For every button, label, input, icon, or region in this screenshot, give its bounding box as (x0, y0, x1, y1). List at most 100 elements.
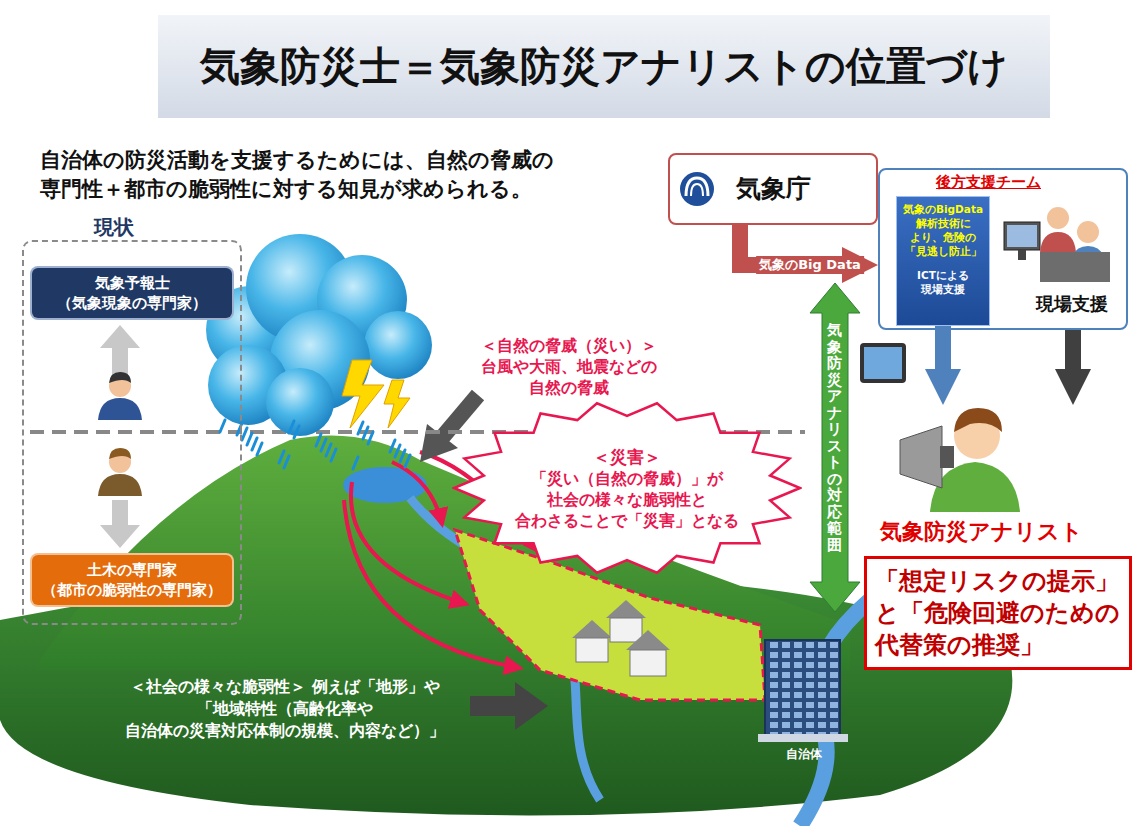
vulnerability-arrow-part (470, 696, 520, 716)
threat-note: ＜自然の脅威（災い）＞ 台風や大雨、地震などの 自然の脅威 (466, 335, 671, 398)
analyst-group: 気象防災アナリスト「想定リスクの提示」 と「危険回避のための 代替策の推奨」 (864, 405, 1132, 670)
current-state-icons-part (98, 474, 142, 496)
rain-drop (395, 445, 400, 457)
node-text: 土木の専門家 （都市の脆弱性の専門家） (36, 560, 228, 600)
node-text: 気象庁 (670, 155, 876, 223)
title-banner: 気象防災士＝気象防災アナリストの位置づけ (158, 15, 1050, 118)
analyst-person-icon-part (900, 426, 942, 488)
jma-logo-part (691, 184, 703, 196)
node-text: 気象のBigData 解析技術に より、危険の 「見逃し防止」 (901, 202, 985, 258)
node-text: 後方支援チーム (880, 170, 1126, 194)
hazard-flow-arrows-part (392, 462, 442, 524)
intro-note: 自治体の防災活動を支援するためには、自然の脅威の 専門性＋都市の脆弱性に対する知… (40, 146, 600, 204)
rain-drop (400, 450, 405, 462)
burst-outline (452, 400, 802, 576)
current-state-icons (98, 325, 142, 548)
analyst-person-icon-part (954, 408, 1002, 432)
rain-drops (220, 420, 410, 469)
vulnerability-arrow (470, 682, 548, 730)
current-state-icons-part (100, 325, 140, 375)
support-staff-icons-part (1007, 225, 1037, 247)
threat-arrow (420, 395, 478, 462)
tablet-icon (860, 343, 906, 383)
rain-drop (252, 438, 257, 450)
houses-part (576, 638, 608, 662)
support-staff-icons-part (1047, 207, 1069, 229)
rain-drop (294, 426, 299, 438)
threat-arrow-part (420, 424, 458, 462)
node-body-text: 「想定リスクの提示」 と「危険回避のための 代替策の推奨」 (864, 556, 1132, 670)
rain-drop (390, 440, 395, 452)
rain-drop (289, 421, 294, 433)
connector-arrow (1065, 330, 1081, 385)
node-text: 気象防災アナリスト (864, 518, 1132, 546)
node-body-text: 「災い（自然の脅威）」が 社会の様々な脆弱性と 合わさることで「災害」となる (507, 468, 747, 531)
houses-part (572, 620, 612, 638)
jma-logo (680, 172, 714, 206)
title: 気象防災士＝気象防災アナリストの位置づけ (200, 39, 1008, 94)
rain-drop (405, 455, 410, 467)
response-range-arrow (810, 283, 860, 612)
current-state-group: 現状気象予報士 （気象現象の専門家） 土木の専門家 （都市の脆弱性の専門家） (22, 214, 244, 626)
city-hall-building (758, 640, 848, 742)
storm-cloud (206, 234, 432, 436)
disaster-burst: ＜災害＞「災い（自然の脅威）」が 社会の様々な脆弱性と 合わさることで「災害」と… (452, 400, 802, 576)
support-staff-icons (1004, 207, 1110, 282)
burst-shape (454, 403, 800, 572)
rain-drop (257, 443, 262, 455)
rain-drop (247, 433, 252, 445)
bigdata-panel: 気象のBigData 解析技術に より、危険の 「見逃し防止」 ICTによる 現場… (896, 196, 990, 326)
vulnerability-note: ＜社会の様々な脆弱性＞ 例えば「地形」や「地域特性（高齢化率や 自治体の災害対応… (110, 676, 460, 742)
rain-drop (220, 420, 225, 432)
edge-label: 気象のBig Data (756, 256, 864, 274)
analyst-person-icon-part (930, 462, 1020, 512)
rain-drop (326, 444, 331, 456)
houses-part (610, 618, 642, 642)
rain-drop (353, 457, 358, 469)
houses-part (606, 600, 646, 618)
connector-arrow (935, 326, 951, 385)
node-text: ＜災害＞ (593, 446, 661, 468)
analyst-person-icon (900, 408, 1020, 512)
range-label: 気象防災アナリストの対応範囲 (827, 322, 842, 553)
rain-drop (242, 428, 247, 440)
jma-logo-part (680, 172, 714, 206)
current-state-icons-part (98, 398, 142, 420)
hazard-flow-arrows-part (344, 500, 520, 668)
support-staff-icons-part (1018, 250, 1026, 260)
civil-engineer-box: 土木の専門家 （都市の脆弱性の専門家） (32, 555, 232, 605)
tablet-icon-part (860, 343, 906, 383)
rain-drop (316, 434, 321, 446)
rain-drop (368, 432, 373, 444)
rain-drop (363, 427, 368, 439)
node-text: 気象予報士 （気象現象の専門家） (36, 273, 228, 313)
houses (572, 600, 670, 676)
houses-part (626, 630, 670, 650)
field-support-label: 現場支援 (1036, 292, 1122, 316)
hazard-flow-arrows-part (351, 482, 466, 604)
rain-drop (284, 456, 289, 468)
current-state-icons-part (109, 448, 131, 459)
forecaster-box: 気象予報士 （気象現象の専門家） (32, 268, 232, 318)
storm-cloud-part (364, 311, 432, 379)
jma-logo-part (686, 178, 708, 196)
analyst-person-icon-part (940, 446, 954, 468)
rain-drop (321, 439, 326, 451)
node-body-text: ICTによる 現場支援 (901, 268, 985, 296)
storm-cloud-part (384, 380, 410, 428)
houses-part (630, 650, 666, 676)
tablet-icon-part (864, 347, 902, 379)
jma-box: 気象庁 (668, 153, 878, 225)
rain-drop (279, 451, 284, 463)
rain-drop (331, 449, 336, 461)
node-text: 現状 (22, 214, 244, 240)
support-staff-icons-part (1077, 221, 1099, 243)
current-state-icons-part (109, 372, 131, 383)
city-hall-building-part (758, 734, 848, 742)
rain-drop (358, 422, 363, 434)
storm-cloud-part (342, 360, 384, 428)
